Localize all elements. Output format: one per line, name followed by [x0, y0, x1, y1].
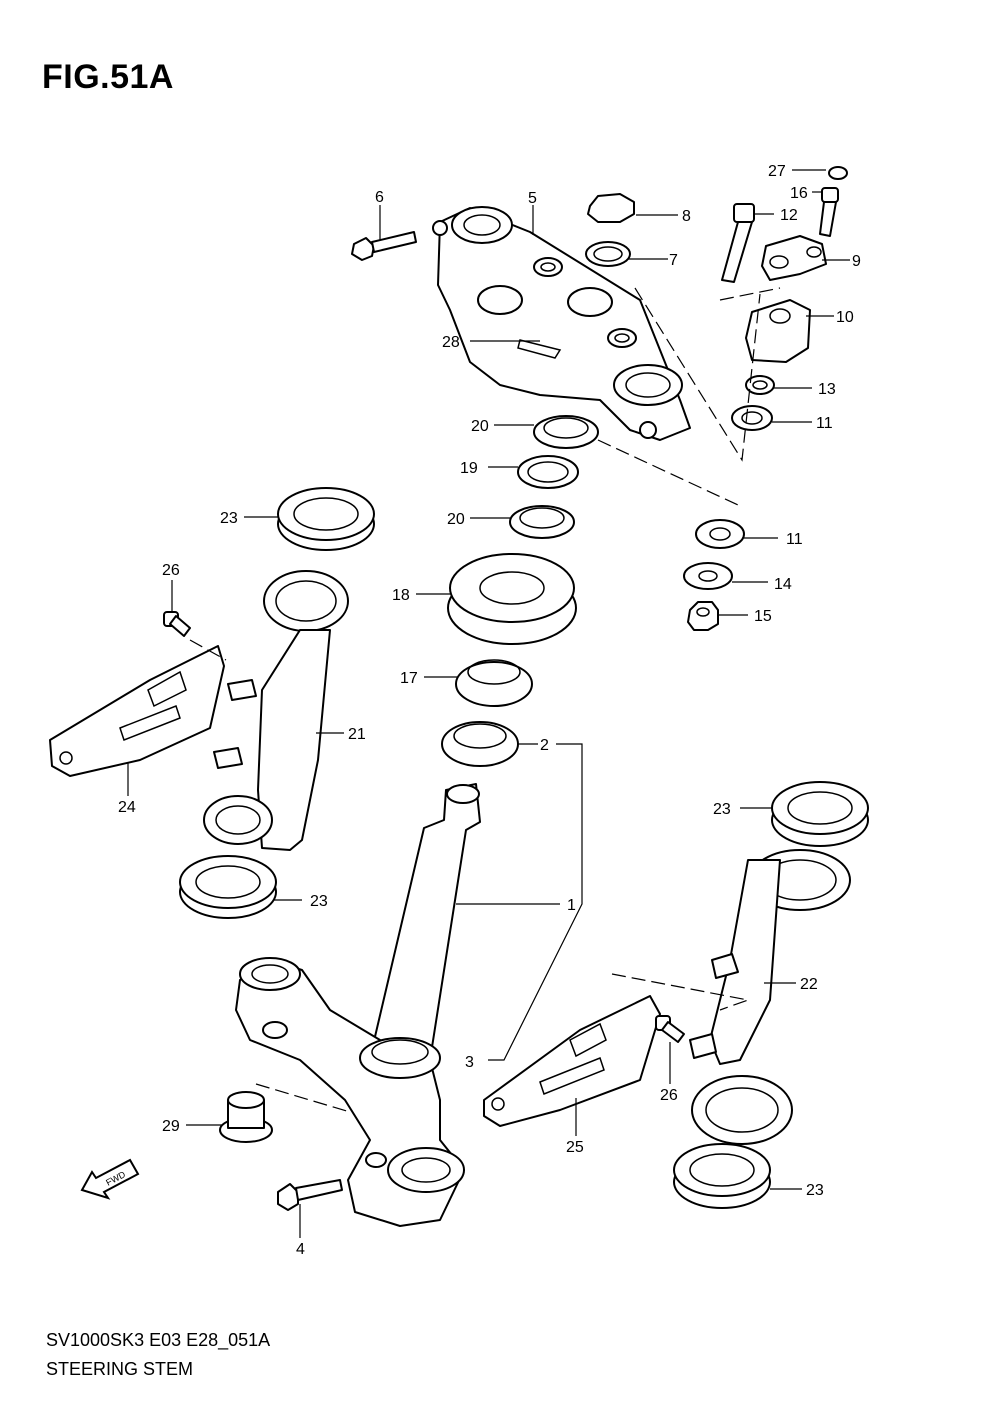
- grommet-23-bottom-left: [179, 855, 277, 919]
- assembly-line-right: [611, 973, 751, 1011]
- bolt-12: [721, 203, 755, 283]
- callout-23-top-left: 23: [220, 510, 238, 527]
- bearing-17: [455, 659, 533, 707]
- lower-bracket: [235, 957, 465, 1227]
- fwd-arrow-icon: FWD: [80, 1158, 140, 1200]
- bearing-2: [441, 721, 519, 767]
- callout-13: 13: [818, 381, 836, 398]
- callout-26-right: 26: [660, 1087, 678, 1104]
- bolt-6: [351, 231, 417, 261]
- dust-seal-3: [359, 1037, 441, 1079]
- callout-14: 14: [774, 576, 792, 593]
- assembly-line-left: [189, 639, 227, 661]
- bolt-16: [819, 187, 839, 237]
- washer-7: [585, 241, 631, 267]
- callout-10: 10: [836, 309, 854, 326]
- bracket-21: [203, 570, 349, 851]
- cap-29: [219, 1091, 273, 1143]
- callout-3: 3: [465, 1054, 474, 1071]
- callout-23-bottom-left: 23: [310, 893, 328, 910]
- clamp-9: [761, 235, 827, 281]
- grommet-23-top-right: [771, 781, 869, 847]
- callout-24: 24: [118, 799, 136, 816]
- assembly-line-lower: [597, 439, 739, 506]
- callout-26-left: 26: [162, 562, 180, 579]
- callout-7: 7: [669, 252, 678, 269]
- callout-11-lower: 11: [786, 531, 803, 548]
- washer-14: [683, 562, 733, 590]
- callout-8: 8: [682, 208, 691, 225]
- callout-20-lower: 20: [447, 511, 465, 528]
- lock-washer-19: [517, 455, 579, 489]
- callout-17: 17: [400, 670, 418, 687]
- callout-22: 22: [800, 976, 818, 993]
- assembly-line-cap: [255, 1083, 351, 1113]
- lock-nut-20-upper: [533, 415, 599, 449]
- callout-11-upper: 11: [816, 415, 833, 432]
- callout-6: 6: [375, 189, 384, 206]
- callout-25: 25: [566, 1139, 584, 1156]
- callout-15: 15: [754, 608, 772, 625]
- callout-2: 2: [540, 737, 549, 754]
- diagram-name: STEERING STEM: [46, 1359, 194, 1379]
- holder-10: [745, 299, 811, 363]
- nut-15: [687, 601, 719, 631]
- assembly-line-upper-left: [719, 287, 781, 301]
- callout-4: 4: [296, 1241, 305, 1258]
- callout-21: 21: [348, 726, 366, 743]
- screw-26-left: [163, 611, 191, 637]
- grommet-23-bottom-right: [673, 1143, 771, 1209]
- callout-9: 9: [852, 253, 861, 270]
- screw-26-right: [655, 1015, 685, 1043]
- grommet-23-top-left: [277, 487, 375, 551]
- dust-seal-18: [447, 553, 577, 645]
- washer-11-lower: [695, 519, 745, 549]
- callout-28: 28: [442, 334, 460, 351]
- assembly-line-upper-right: [634, 287, 761, 462]
- callout-18: 18: [392, 587, 410, 604]
- callout-29: 29: [162, 1118, 180, 1135]
- callout-27: 27: [768, 163, 786, 180]
- washer-13: [745, 375, 775, 395]
- plate-25: [483, 995, 661, 1127]
- callout-23-top-right: 23: [713, 801, 731, 818]
- plate-24: [49, 645, 225, 777]
- diagram-code: SV1000SK3 E03 E28_051A: [46, 1330, 271, 1350]
- callout-5: 5: [528, 190, 537, 207]
- callout-12: 12: [780, 207, 798, 224]
- cap-nut-8: [587, 193, 635, 223]
- bolt-4: [277, 1179, 343, 1211]
- callout-20-upper: 20: [471, 418, 489, 435]
- plug-27: [828, 166, 848, 180]
- figure-title: FIG.51A: [42, 58, 174, 96]
- bracket-22: [689, 849, 851, 1145]
- callout-23-bottom-right: 23: [806, 1182, 824, 1199]
- washer-11-upper: [731, 405, 773, 431]
- steering-stem-1: [369, 783, 481, 1061]
- callouts: 1 2 3 4 5 6 7 8 9 10 11 11 12 13 14 15 1…: [118, 163, 861, 1258]
- callout-16: 16: [790, 185, 808, 202]
- callout-19: 19: [460, 460, 478, 477]
- leader-lines: [127, 169, 850, 1238]
- lock-nut-20-lower: [509, 505, 575, 539]
- upper-bracket: [432, 206, 691, 441]
- callout-1: 1: [567, 897, 576, 914]
